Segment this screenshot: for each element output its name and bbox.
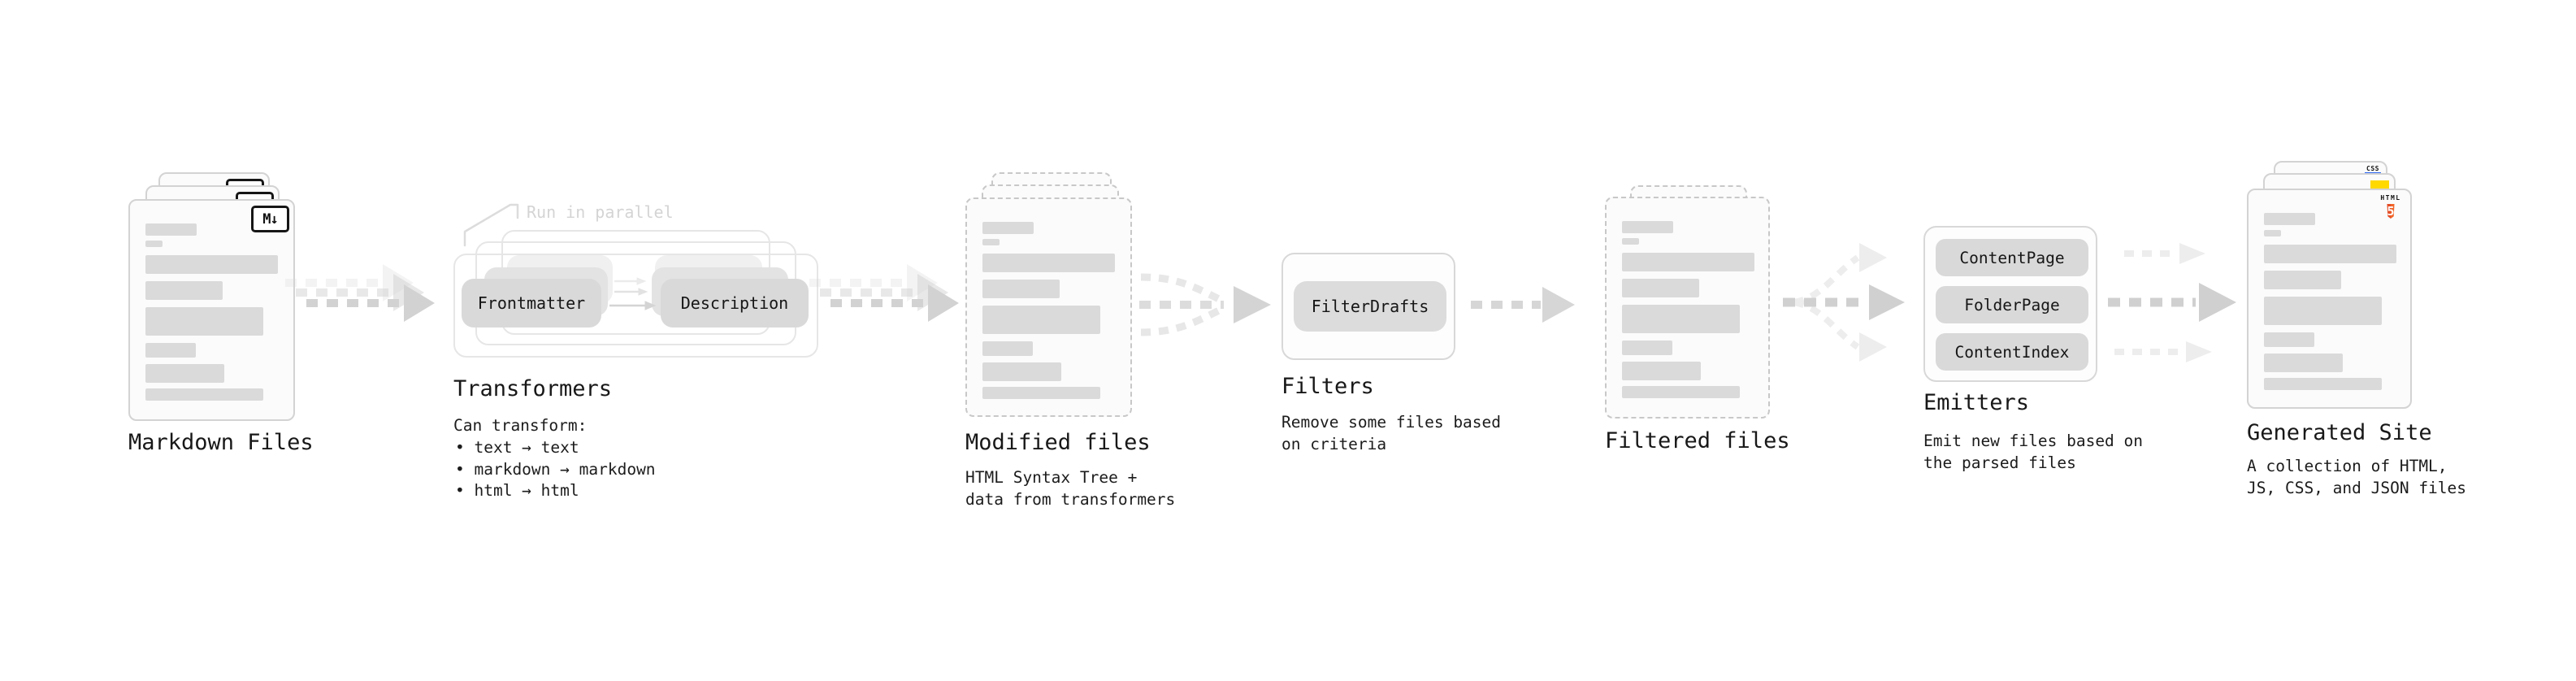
modified-files-caption: HTML Syntax Tree + data from transformer… [965,468,1176,509]
transformers-stack: Frontmatter Description [453,230,819,358]
parallel-box [453,254,818,358]
filters-title: Filters [1281,374,1374,399]
filtered-file-stack [1605,185,1789,419]
transform-arrows-icon [609,277,657,310]
callout-line [463,203,519,247]
contentindex-pill: ContentIndex [1936,333,2088,371]
filtered-files-title: Filtered files [1605,428,1790,453]
file-content-placeholder [2264,213,2396,390]
generated-site-stack: CSS HTML 5 [2247,161,2438,410]
folderpage-pill: FolderPage [1936,286,2088,323]
file-content-placeholder [982,222,1116,399]
bullet-item: html → html [455,480,656,502]
file-content-placeholder [1622,221,1754,398]
description-pill: Description [661,279,809,327]
markdown-files-title: Markdown Files [128,430,314,455]
merge-arrow-icon [1139,273,1271,336]
frontmatter-pill: Frontmatter [462,279,601,327]
flow-arrow-icon [285,264,435,322]
file-content-placeholder [145,223,279,401]
generated-site-title: Generated Site [2247,420,2432,445]
file-card: M↓ [128,199,295,421]
filterdrafts-pill: FilterDrafts [1294,281,1446,332]
markdown-file-stack: M↓ M↓ M↓ [128,172,327,422]
modified-file-stack [965,172,1165,418]
contentpage-pill: ContentPage [1936,239,2088,276]
modified-files-title: Modified files [965,430,1151,455]
transformers-bullet-list: text → text markdown → markdown html → h… [455,437,656,502]
transformers-caption: Can transform: [453,416,588,435]
transformers-title: Transformers [453,376,613,401]
filters-caption: Remove some files based on criteria [1281,413,1502,453]
emitters-title: Emitters [1923,390,2030,415]
emit-arrows-icon [2108,243,2236,362]
file-card [1605,197,1770,419]
html5-icon: HTML 5 [2380,194,2401,219]
file-card [965,197,1132,417]
js-icon [2370,180,2389,189]
emitters-caption: Emit new files based on the parsed files [1923,432,2144,472]
generated-site-caption: A collection of HTML, JS, CSS, and JSON … [2247,457,2467,497]
file-card: HTML 5 [2247,189,2412,409]
markdown-icon: M↓ [251,206,289,232]
bullet-item: text → text [455,437,656,459]
filters-box: FilterDrafts [1281,253,1455,360]
flow-arrow-icon [809,264,959,322]
run-in-parallel-annotation: Run in parallel [527,202,674,222]
emitters-box: ContentPage FolderPage ContentIndex [1923,226,2097,382]
flow-arrow-icon [1471,287,1575,323]
fanout-arrow-icon [1783,243,1905,362]
bullet-item: markdown → markdown [455,459,655,481]
